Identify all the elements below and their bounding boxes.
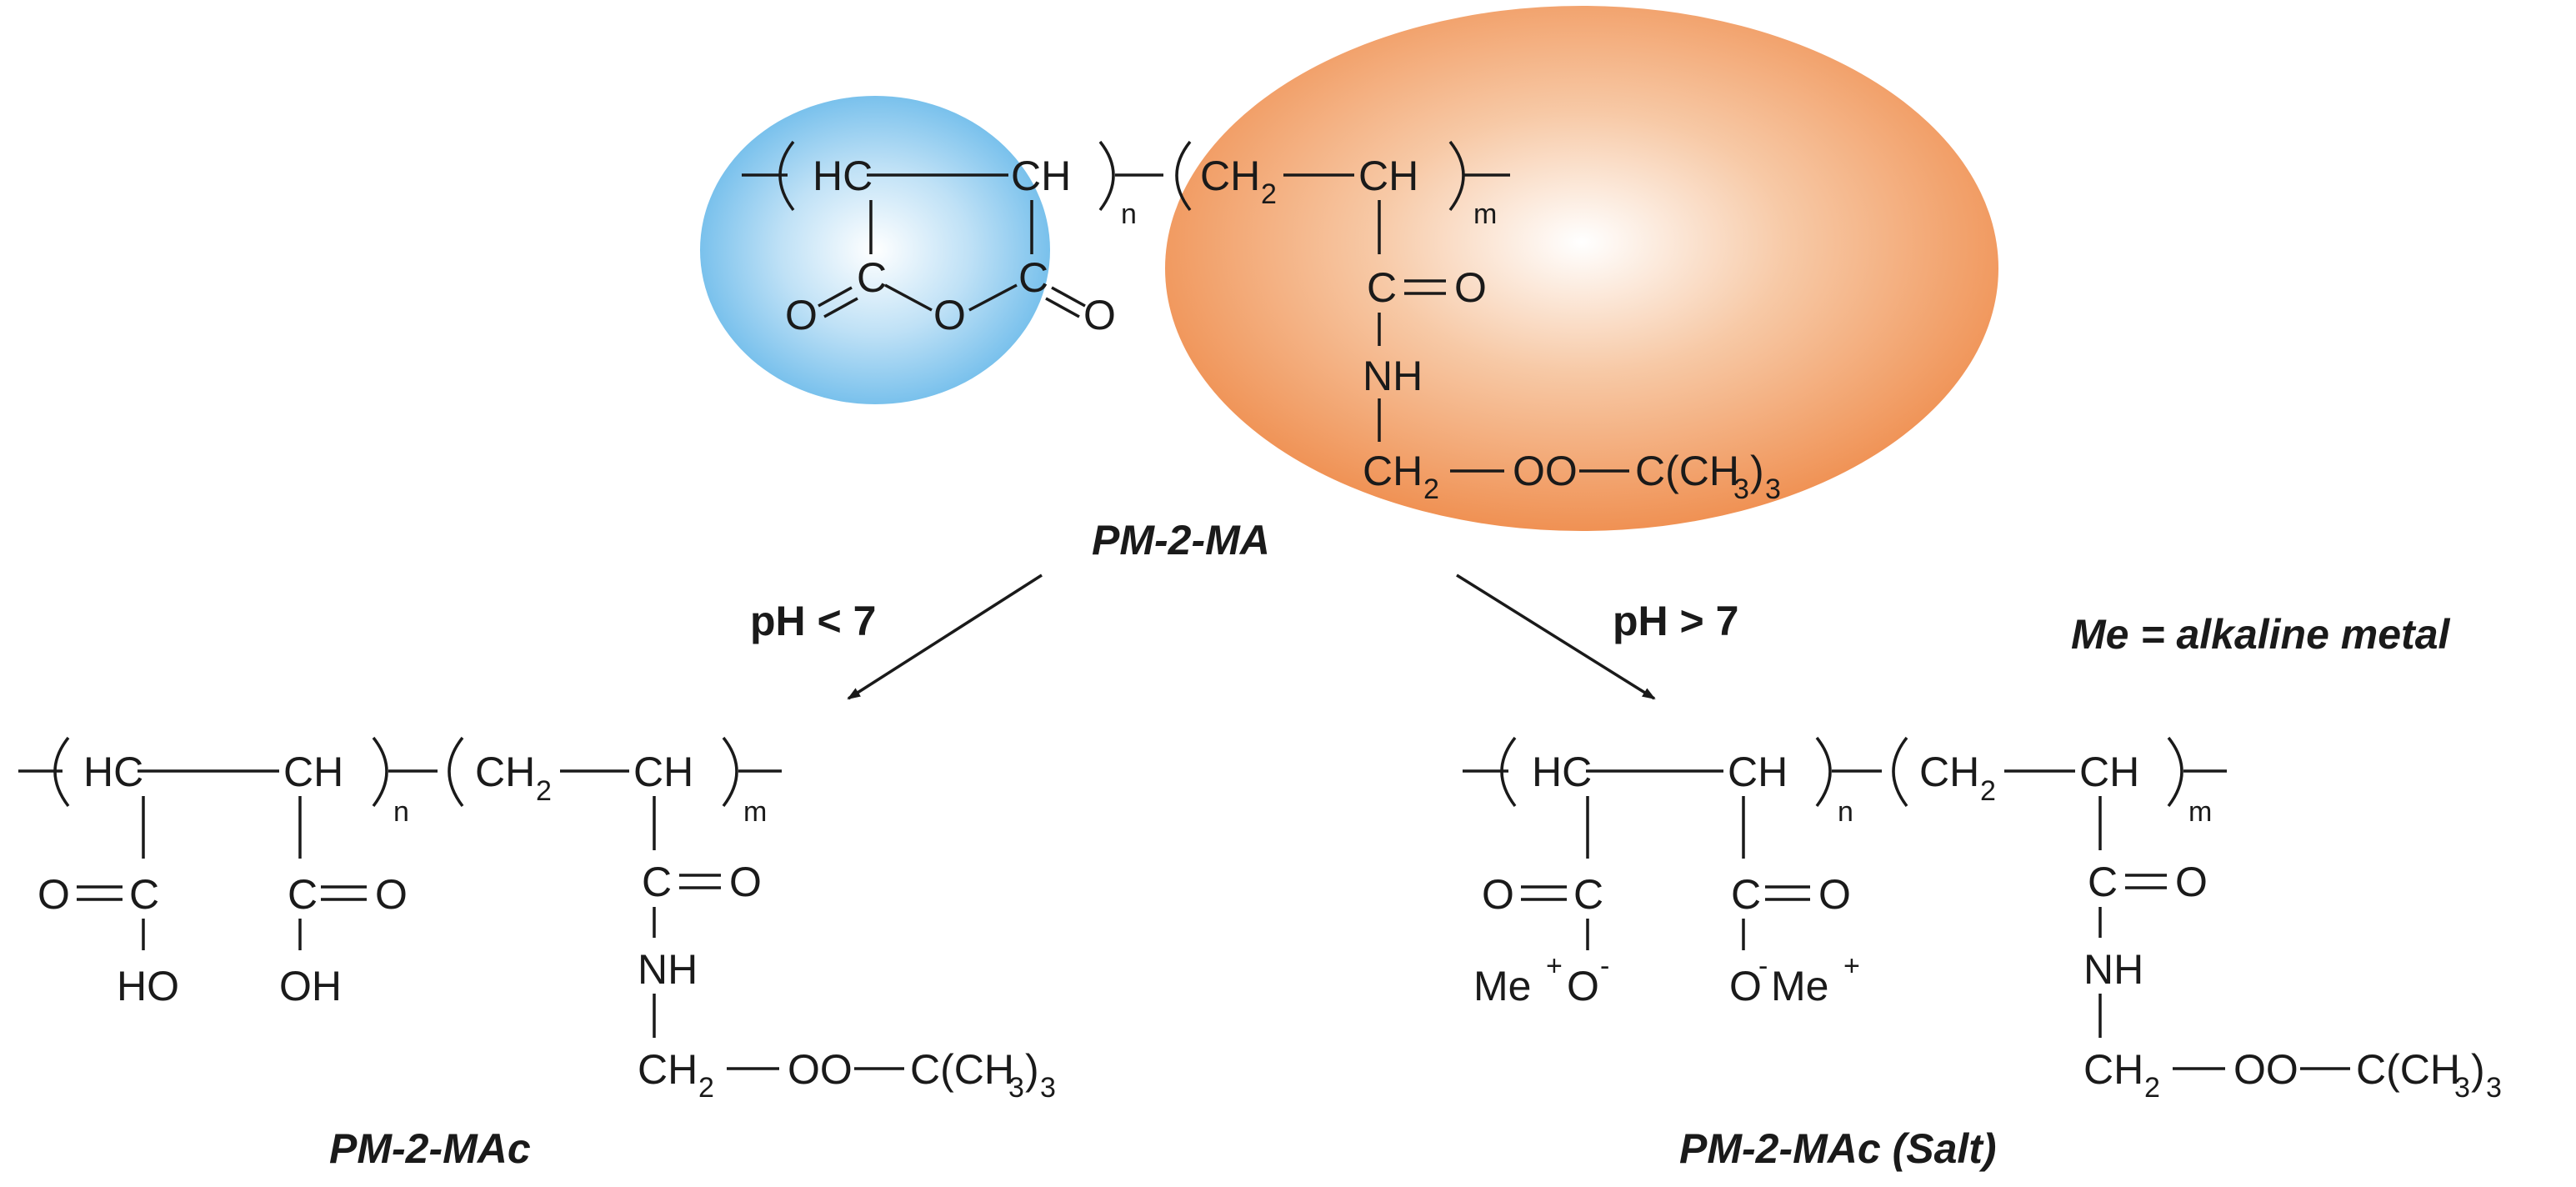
atom-ch: CH <box>283 749 343 795</box>
atom-tbu: C(CH <box>910 1046 1014 1093</box>
atom-ch2: CH <box>1919 749 1979 795</box>
structure-pm-2-ma: HC CH n CH 2 CH m C C O O O C O NH <box>700 6 1998 531</box>
atom-c: C <box>1018 254 1048 301</box>
atom-o-ring: O <box>933 292 966 338</box>
atom-hc: HC <box>83 749 143 795</box>
subscript-n: n <box>1121 198 1137 230</box>
structure-pm-2-mac-salt: HC CH n CH 2 CH m C O Me + O - C O O - M… <box>1463 736 2502 1104</box>
subscript-2: 2 <box>698 1072 714 1104</box>
atom-tbu: C(CH <box>2356 1046 2460 1093</box>
atom-tbu: C(CH <box>1635 448 1739 494</box>
atom-oo: OO <box>1513 448 1578 494</box>
peroxide-highlight <box>1165 6 1998 531</box>
atom-nh: NH <box>1363 353 1423 399</box>
subscript-2: 2 <box>1980 775 1996 807</box>
atom-ch: CH <box>633 749 693 795</box>
subscript-3: 3 <box>1733 473 1749 505</box>
label-pm-2-ma: PM-2-MA <box>1092 517 1270 563</box>
subscript-2: 2 <box>1261 178 1277 210</box>
atom-ch: CH <box>1358 153 1418 199</box>
atom-me: Me <box>1473 963 1531 1009</box>
subscript-m: m <box>2188 796 2212 828</box>
subscript-3: 3 <box>2486 1072 2502 1104</box>
atom-close: ) <box>2471 1046 2485 1093</box>
charge-minus: - <box>1758 950 1768 982</box>
atom-oo: OO <box>788 1046 853 1093</box>
atom-nh: NH <box>2083 946 2143 993</box>
atom-o: O <box>1567 963 1599 1009</box>
atom-me: Me <box>1771 963 1828 1009</box>
subscript-3: 3 <box>2454 1072 2470 1104</box>
arrow-acid <box>847 573 1043 700</box>
atom-c: C <box>857 254 887 301</box>
atom-c: C <box>642 859 672 905</box>
anhydride-highlight <box>700 96 1050 404</box>
atom-o: O <box>1482 871 1514 918</box>
atom-o: O <box>1454 264 1487 311</box>
label-pm-2-mac-salt: PM-2-MAc (Salt) <box>1679 1125 1997 1172</box>
atom-ch: CH <box>2079 749 2139 795</box>
condition-acid: pH < 7 <box>750 598 876 644</box>
atom-ch2: CH <box>1363 448 1423 494</box>
atom-c: C <box>1573 871 1603 918</box>
subscript-3: 3 <box>1040 1072 1056 1104</box>
atom-ch2: CH <box>1200 153 1260 199</box>
charge-plus: + <box>1843 950 1860 982</box>
condition-base: pH > 7 <box>1613 598 1738 644</box>
atom-hc: HC <box>813 153 873 199</box>
atom-oo: OO <box>2233 1046 2298 1093</box>
atom-o: O <box>2175 859 2208 905</box>
atom-o: O <box>729 859 762 905</box>
atom-ch2: CH <box>638 1046 698 1093</box>
atom-o: O <box>1729 963 1762 1009</box>
charge-minus: - <box>1600 950 1609 982</box>
subscript-2: 2 <box>1423 473 1439 505</box>
atom-nh: NH <box>638 946 698 993</box>
atom-o: O <box>375 871 408 918</box>
arrow-base <box>1456 573 1656 700</box>
subscript-n: n <box>1838 796 1853 828</box>
atom-o: O <box>785 292 818 338</box>
atom-hc: HC <box>1532 749 1592 795</box>
structure-pm-2-mac: HC CH n CH 2 CH m C O HO C O OH C O <box>18 736 1056 1104</box>
atom-c: C <box>1731 871 1761 918</box>
atom-ch: CH <box>1011 153 1071 199</box>
charge-plus: + <box>1546 950 1563 982</box>
subscript-3: 3 <box>1008 1072 1024 1104</box>
label-pm-2-mac: PM-2-MAc <box>329 1125 531 1172</box>
atom-ch2: CH <box>475 749 535 795</box>
atom-ch: CH <box>1728 749 1788 795</box>
atom-c: C <box>129 871 159 918</box>
subscript-m: m <box>1473 198 1497 230</box>
atom-o: O <box>38 871 70 918</box>
atom-c: C <box>2088 859 2118 905</box>
atom-ch2: CH <box>2083 1046 2143 1093</box>
subscript-2: 2 <box>536 775 552 807</box>
subscript-n: n <box>393 796 409 828</box>
atom-oh: OH <box>279 963 342 1009</box>
atom-c: C <box>288 871 318 918</box>
condition-note: Me = alkaline metal <box>2071 611 2451 658</box>
subscript-3: 3 <box>1765 473 1781 505</box>
subscript-m: m <box>743 796 767 828</box>
atom-c: C <box>1367 264 1397 311</box>
atom-o: O <box>1083 292 1116 338</box>
atom-o: O <box>1818 871 1851 918</box>
atom-close: ) <box>1750 448 1764 494</box>
atom-ho: HO <box>117 963 179 1009</box>
atom-close: ) <box>1025 1046 1039 1093</box>
subscript-2: 2 <box>2144 1072 2160 1104</box>
